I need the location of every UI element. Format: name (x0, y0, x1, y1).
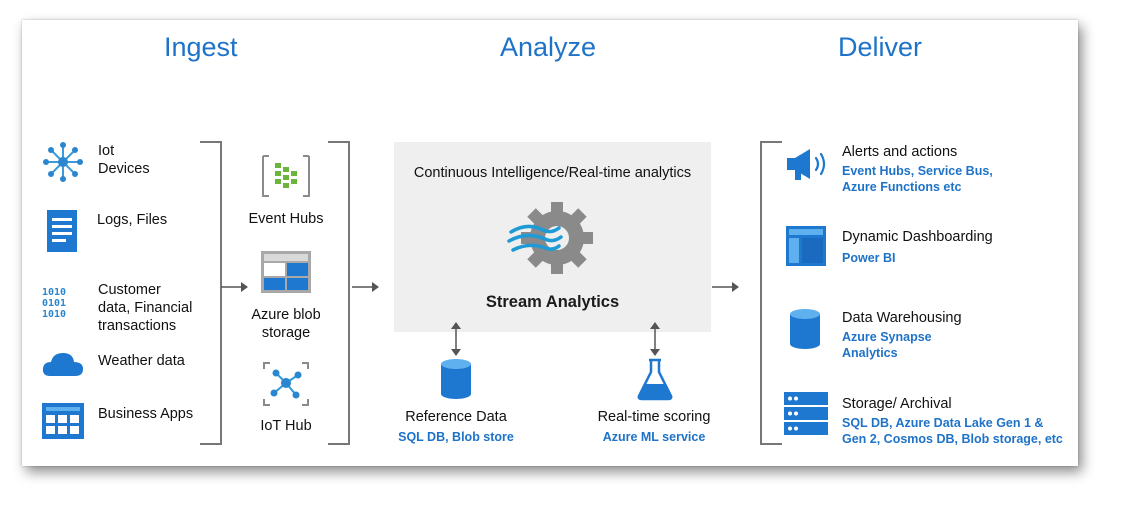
ingest-bracket (328, 141, 350, 445)
analyze-engine: Stream Analytics (485, 293, 620, 311)
ingest-header: Ingest (164, 32, 238, 62)
iot-devices-icon (43, 142, 83, 182)
weather-cloud-icon (42, 353, 83, 376)
svg-text:1010: 1010 (42, 287, 66, 298)
warehouse-db-icon (790, 309, 820, 349)
arrow-reference-bidirectional (451, 322, 461, 356)
iot-hub-icon (263, 362, 309, 406)
ingest-label-event-hubs: Event Hubs (248, 211, 324, 227)
azure-blob-storage-icon (261, 251, 311, 293)
analyze-title: Continuous Intelligence/Real-time analyt… (413, 165, 692, 181)
svg-text:1010: 1010 (42, 309, 66, 320)
arrow-analyze-to-deliver (712, 282, 739, 292)
deliver-sub-dashboarding: Power BI (842, 251, 896, 265)
svg-text:0101: 0101 (42, 298, 66, 309)
analyze-header: Analyze (500, 32, 597, 62)
deliver-sub-storage: SQL DB, Azure Data Lake Gen 1 & Gen 2, C… (842, 416, 1063, 446)
source-label-business-apps: Business Apps (98, 406, 194, 422)
deliver-label-storage: Storage/ Archival (842, 396, 952, 412)
stream-analytics-gear-icon (507, 202, 593, 274)
deliver-label-dashboarding: Dynamic Dashboarding (842, 229, 993, 245)
event-hubs-icon (262, 155, 310, 197)
source-label-weather: Weather data (98, 353, 185, 369)
reference-sub: SQL DB, Blob store (398, 430, 514, 444)
deliver-sub-warehousing: Azure Synapse Analytics (842, 330, 932, 360)
storage-archive-icon (784, 392, 828, 435)
ingest-label-blob: Azure blob storage (251, 307, 321, 341)
arrow-scoring-bidirectional (650, 322, 660, 356)
deliver-bracket (760, 141, 782, 445)
ingest-label-iot-hub: IoT Hub (260, 418, 312, 434)
database-icon (441, 359, 471, 399)
source-label-customer: Customer data, Financial transactions (98, 282, 193, 334)
logs-files-icon (47, 210, 77, 252)
arrow-sources-to-ingest (221, 282, 248, 292)
sources-bracket (200, 141, 222, 445)
deliver-label-warehousing: Data Warehousing (842, 310, 962, 326)
megaphone-icon (787, 149, 826, 180)
source-label-logs: Logs, Files (97, 212, 168, 228)
dashboard-icon (786, 226, 826, 266)
scoring-sub: Azure ML service (602, 430, 706, 444)
arrow-ingest-to-analyze (352, 282, 379, 292)
business-apps-icon (42, 403, 84, 439)
scoring-label: Real-time scoring (597, 409, 711, 425)
reference-label: Reference Data (405, 409, 507, 425)
deliver-sub-alerts: Event Hubs, Service Bus, Azure Functions… (842, 164, 993, 194)
deliver-header: Deliver (838, 32, 923, 62)
deliver-label-alerts: Alerts and actions (842, 144, 958, 160)
ml-flask-icon (637, 358, 673, 401)
source-label-iot: Iot Devices (98, 143, 150, 177)
